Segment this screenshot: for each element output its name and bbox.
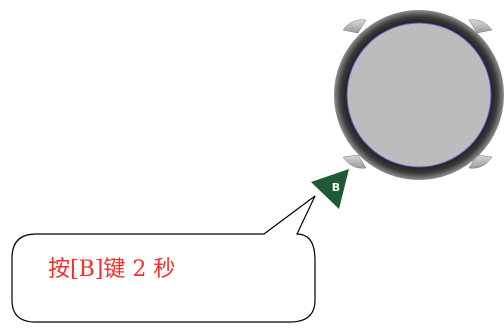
lug-top-left [342,19,367,34]
lug-top-right [468,19,493,34]
lug-bottom-left [342,154,367,169]
b-button-label: B [331,181,341,194]
callout-bubble [11,195,316,323]
callout-text: 按[B]键 2 秒 [48,257,176,282]
device-face [346,22,492,168]
device-lugs [342,19,493,169]
lug-bottom-right [468,154,493,169]
b-button-icon[interactable] [311,169,349,209]
